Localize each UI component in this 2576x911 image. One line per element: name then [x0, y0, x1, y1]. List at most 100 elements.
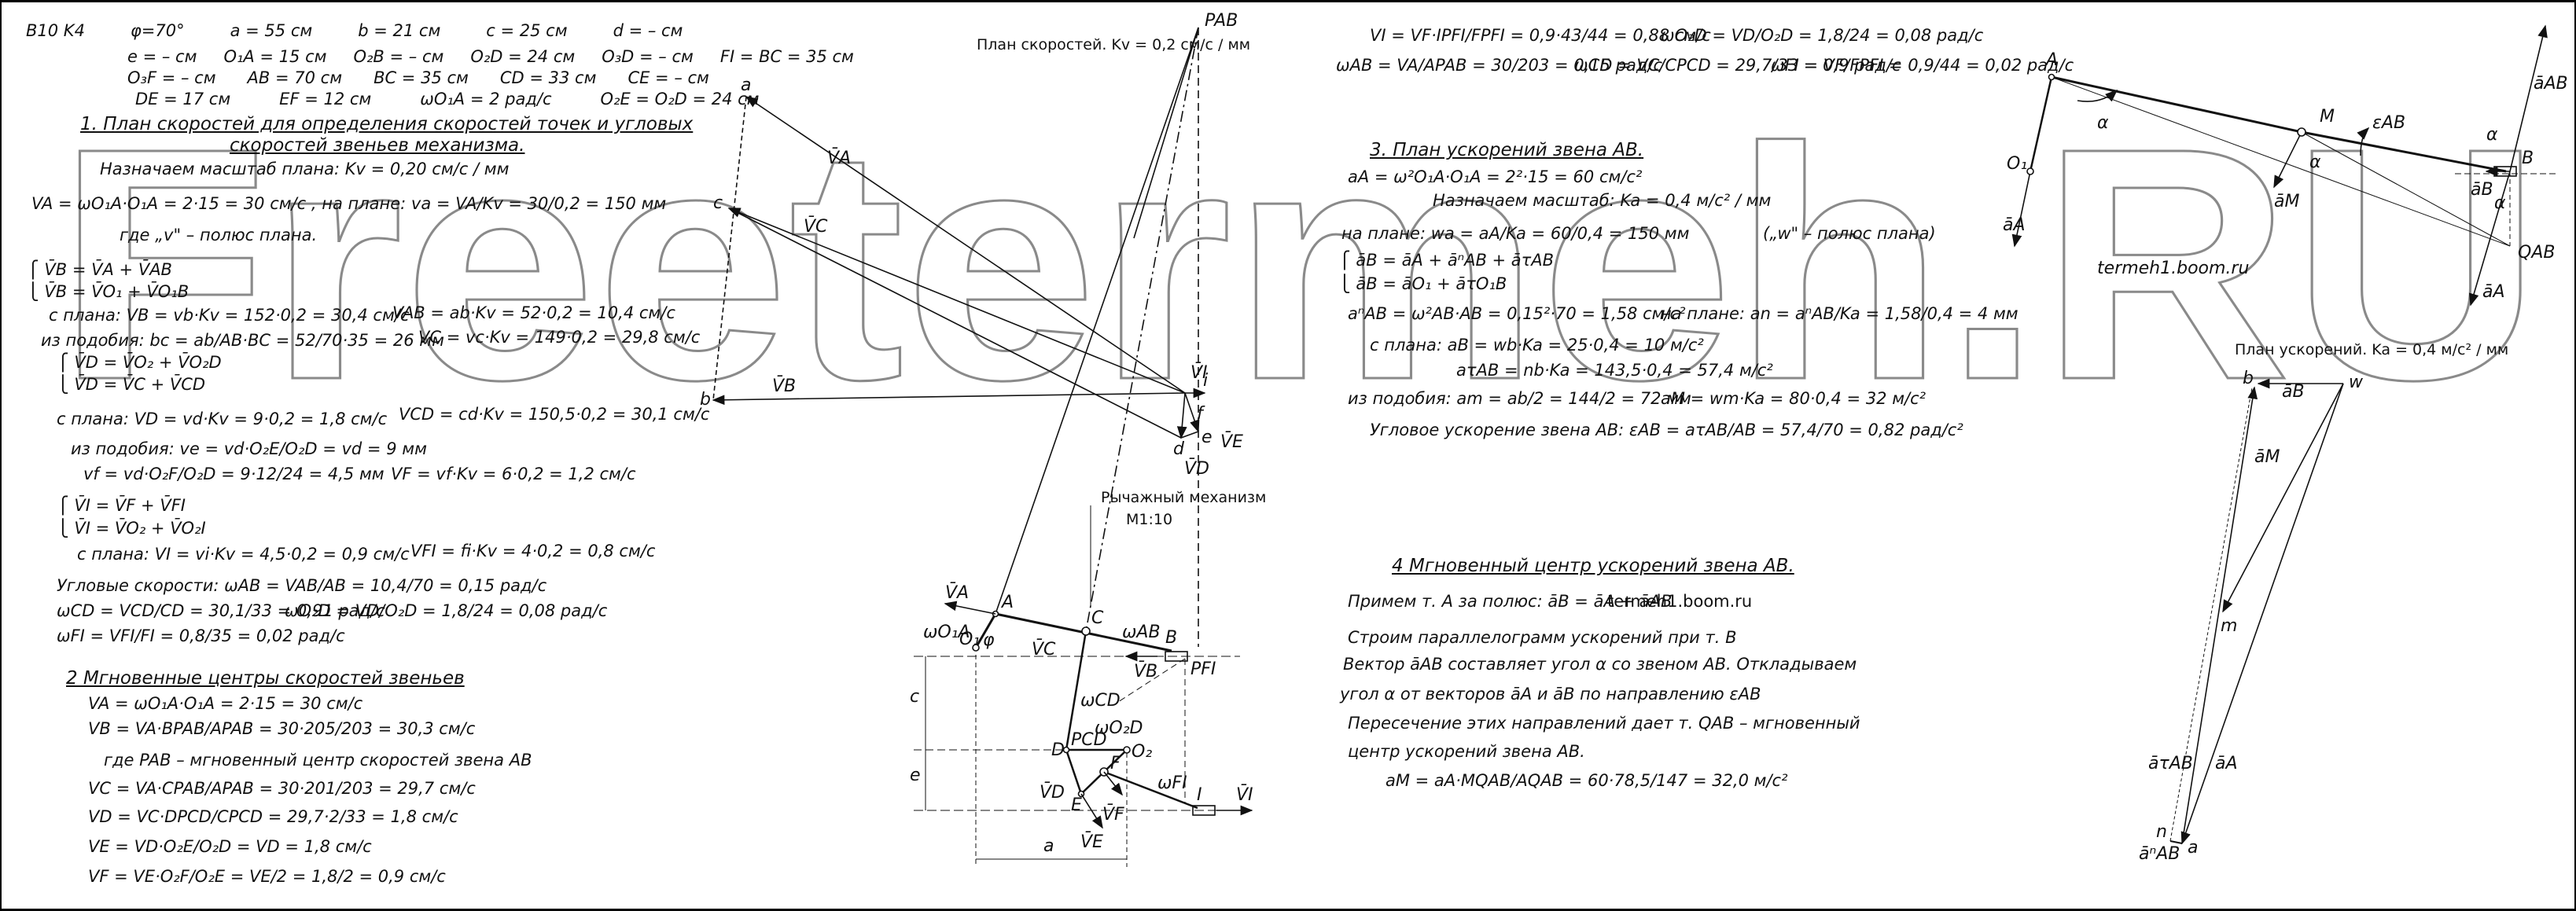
line-pab-aux: [1133, 27, 1199, 239]
label-pcd: PCD: [1071, 730, 1107, 750]
param: O₂B = – см: [353, 47, 444, 66]
vi-formula: с плана: VI = vi·Kv = 4,5·0,2 = 0,9 см/с: [77, 545, 410, 564]
omega-o2d: ωO₂D = VD/O₂D = 1,8/24 = 0,08 рад/с: [285, 601, 608, 620]
sec4-line-6: центр ускорений звена AB.: [1348, 742, 1585, 761]
param: d = – см: [613, 21, 683, 40]
vf-similarity: vf = vd·O₂F/O₂D = 9·12/24 = 4,5 мм: [83, 465, 385, 483]
omega-ab-ic: ωAB = VA/APAB = 30/203 = 0,15 рад/с: [1336, 56, 1662, 75]
system-vi-2: ⎩ V̄I = V̄O₂ + V̄O₂I: [57, 519, 206, 538]
label-w-fi: ωFI: [1157, 773, 1187, 793]
line-pfi: [1117, 658, 1186, 703]
am-formula: из подобия: am = ab/2 = 144/2 = 72 мм: [1348, 389, 1691, 408]
accel-plan-title: План ускорений. Ka = 0,4 м/с² / мм: [2235, 341, 2508, 358]
label-o2: O₂: [1132, 742, 1152, 762]
sec4-line-2: Строим параллелограмм ускорений при т. B: [1348, 628, 1737, 647]
label-w-o1a: ωO₁A: [923, 623, 970, 642]
vc-ic: VC = VA·CPAB/APAB = 30·201/203 = 29,7 см…: [88, 779, 476, 798]
line-a-pab: [995, 27, 1199, 615]
vab-formula: VAB = ab·Kv = 52·0,2 = 10,4 см/с: [392, 303, 675, 322]
omega-fi: ωFI = VFI/FI = 0,8/35 = 0,02 рад/с: [57, 626, 345, 645]
accel-link-mb: [2301, 130, 2507, 173]
vd-ic: VD = VC·DPCD/CPCD = 29,7·2/33 = 1,8 см/с: [88, 807, 458, 826]
link-o1a: [974, 613, 997, 648]
accel-label-alpha-2: α: [2309, 152, 2321, 172]
param: b = 21 см: [358, 21, 441, 40]
site-link: termeh1.boom.ru: [1607, 592, 1753, 611]
param: O₂E = O₂D = 24 см: [600, 90, 760, 108]
params-row-2: e = – см O₁A = 15 см O₂B = – см O₂D = 24…: [127, 47, 854, 66]
label-d: D: [1051, 740, 1065, 760]
slider-b: [1165, 651, 1188, 662]
accel-label-q: QAB: [2518, 243, 2555, 263]
param: BC = 35 см: [374, 68, 469, 87]
param: B10 K4: [26, 21, 85, 40]
plan-vector-am: [2222, 383, 2344, 613]
accel-label-aab: āAB: [2534, 74, 2568, 94]
label-ve: V̄E: [1080, 832, 1103, 852]
mechanism-scale: M1:10: [1126, 511, 1172, 528]
vector-ve: [1184, 392, 1200, 433]
label-dim-a: a: [1043, 836, 1054, 856]
accel-vector-aab: [2509, 24, 2548, 172]
accel-scale: Назначаем масштаб: Ka = 0,4 м/с² / мм: [1433, 191, 1772, 210]
line-m-q: [2301, 131, 2511, 247]
plan-point-d: d: [1173, 439, 1185, 459]
accel-label-m: M: [2320, 107, 2335, 127]
params-row-4: DE = 17 см EF = 12 см ωO₁A = 2 рад/с O₂E…: [135, 90, 760, 108]
plan-point-b: b: [700, 390, 711, 410]
accel-label-o1: O₁: [2007, 154, 2027, 174]
param: AB = 70 см: [247, 68, 343, 87]
system-vb-2: ⎩ V̄B = V̄O₁ + V̄O₁B: [27, 282, 190, 301]
omega-o2d-ic: ωO₂D = VD/O₂D = 1,8/24 = 0,08 рад/с: [1661, 26, 1984, 45]
accel-slider-b: [2493, 166, 2517, 177]
label-o1: O₁: [959, 630, 980, 649]
vf-ic: VF = VE·O₂F/O₂E = VE/2 = 1,8/2 = 0,9 см/…: [88, 867, 446, 886]
velocity-plan-title: План скоростей. Kv = 0,2 см/с / мм: [977, 36, 1250, 53]
section-1-title: 1. План скоростей для определения скорос…: [80, 114, 694, 134]
accel-plan-point-w: w: [2349, 373, 2364, 392]
accel-plan-label-ab: āB: [2282, 382, 2305, 402]
line-ab-plan: [712, 96, 747, 401]
label-vc: V̄C: [1032, 639, 1056, 659]
joint-o1: [972, 644, 980, 652]
aM-formula: aM = wm·Ka = 80·0,4 = 32 м/с²: [1661, 389, 1926, 408]
label-i: I: [1197, 785, 1202, 805]
velocity-scale: Назначаем масштаб плана: Kv = 0,20 см/с …: [100, 160, 510, 178]
line-a-q: [2051, 76, 2511, 247]
plan-label-vd: V̄D: [1184, 458, 1209, 479]
bc-formula: из подобия: bc = ab/AB·BC = 52/70·35 = 2…: [41, 331, 444, 350]
atau-formula: aτAB = nb·Ka = 143,5·0,4 = 57,4 м/с²: [1456, 361, 1773, 380]
sec4-line-5: Пересечение этих направлений дает т. QAB…: [1348, 714, 1860, 733]
plan-point-c: c: [713, 193, 723, 213]
accel-label-a: A: [2044, 50, 2058, 70]
accel-label-alpha-3: α: [2486, 125, 2498, 145]
accel-label-eps: εAB: [2372, 113, 2405, 133]
arrow-va: [944, 601, 996, 615]
system-ab-1: ⎧ āB = āA + āⁿAB + āτAB: [1338, 251, 1555, 270]
joint-d: [1062, 746, 1070, 754]
ab-formula: с плана: aB = wb·Ka = 25·0,4 = 10 м/с²: [1370, 336, 1704, 354]
sec4-line-4: угол α от векторов āA и āB по направлени…: [1340, 685, 1761, 703]
params-row-3: O₃F = – см AB = 70 см BC = 35 см CD = 33…: [127, 68, 709, 87]
plan-label-vc: V̄C: [804, 216, 828, 237]
accel-label-ab: āB: [2471, 180, 2493, 200]
an-formula: aⁿAB = ω²AB·AB = 0,15²·70 = 1,58 см/с²: [1348, 304, 1686, 323]
system-vd-1: ⎧ V̄D = V̄O₂ + V̄O₂D: [57, 353, 222, 372]
ve-similarity: из подобия: ve = vd·O₂E/O₂D = vd = 9 мм: [71, 439, 427, 458]
accel-plan-point-b: b: [2243, 369, 2254, 388]
vd-formula: с плана: VD = vd·Kv = 9·0,2 = 1,8 см/с: [57, 410, 388, 428]
param: O₃D = – см: [602, 47, 694, 66]
plan-point-e: e: [1202, 428, 1213, 447]
accel-vector-aa-b: [2468, 171, 2511, 307]
omega-ab: Угловые скорости: ωAB = VAB/AB = 10,4/70…: [57, 576, 547, 595]
accel-plan-point-a: a: [2188, 838, 2198, 858]
param: O₃F = – см: [127, 68, 216, 87]
label-pfi: PFI: [1190, 659, 1216, 679]
label-w-cd: ωCD: [1080, 691, 1121, 711]
plan-point-i: i: [1203, 371, 1208, 391]
system-vd-2: ⎩ V̄D = V̄C + V̄CD: [57, 375, 206, 394]
epsilon-formula: Угловое ускорение звена AB: εAB = aτAB/A…: [1370, 421, 1963, 439]
va-formula: VA = ωO₁A·O₁A = 2·15 = 30 см/с , на план…: [31, 194, 667, 213]
